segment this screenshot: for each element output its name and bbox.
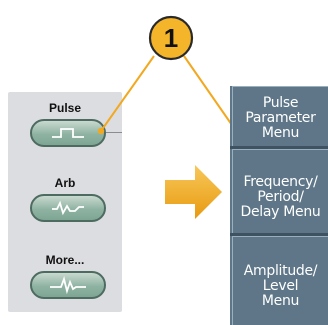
more-waves-icon bbox=[50, 275, 86, 295]
pulse-wave-icon bbox=[52, 128, 84, 138]
leader-to-pulse-button bbox=[100, 55, 155, 132]
pulse-button[interactable] bbox=[30, 119, 106, 147]
arb-key-label: Arb bbox=[54, 176, 76, 190]
menu-item-line: Period/ bbox=[257, 189, 304, 205]
menu-item-line: Menu bbox=[261, 293, 300, 309]
menu-item-line: Menu bbox=[261, 125, 300, 141]
more-key-label: More... bbox=[45, 253, 85, 267]
menu-item-frequency-period-delay[interactable]: Frequency/ Period/ Delay Menu bbox=[232, 149, 328, 233]
menu-item-line: Amplitude/ bbox=[243, 263, 318, 279]
callout-number: 1 bbox=[164, 23, 178, 53]
arb-button[interactable] bbox=[30, 194, 106, 222]
menu-item-amplitude-level[interactable]: Amplitude/ Level Menu bbox=[232, 236, 328, 325]
menu-item-pulse-parameter[interactable]: Pulse Parameter Menu bbox=[232, 86, 328, 146]
menu-item-line: Frequency/ bbox=[243, 174, 318, 190]
more-button[interactable] bbox=[30, 271, 106, 299]
leader-dot-button bbox=[97, 127, 105, 135]
softkey-menu: Pulse Parameter Menu Frequency/ Period/ … bbox=[230, 86, 328, 325]
menu-divider bbox=[230, 233, 328, 236]
pulse-key-label: Pulse bbox=[48, 101, 81, 115]
right-arrow-icon bbox=[165, 165, 222, 219]
arbitrary-wave-icon bbox=[52, 200, 84, 216]
pulse-key-leader bbox=[106, 132, 122, 133]
leader-to-menu bbox=[183, 55, 235, 129]
callout-badge: 1 bbox=[148, 15, 194, 61]
menu-divider bbox=[230, 146, 328, 149]
menu-item-line: Parameter bbox=[245, 110, 316, 126]
menu-item-line: Delay Menu bbox=[240, 204, 321, 220]
menu-item-line: Pulse bbox=[262, 95, 299, 111]
menu-item-line: Level bbox=[262, 278, 299, 294]
